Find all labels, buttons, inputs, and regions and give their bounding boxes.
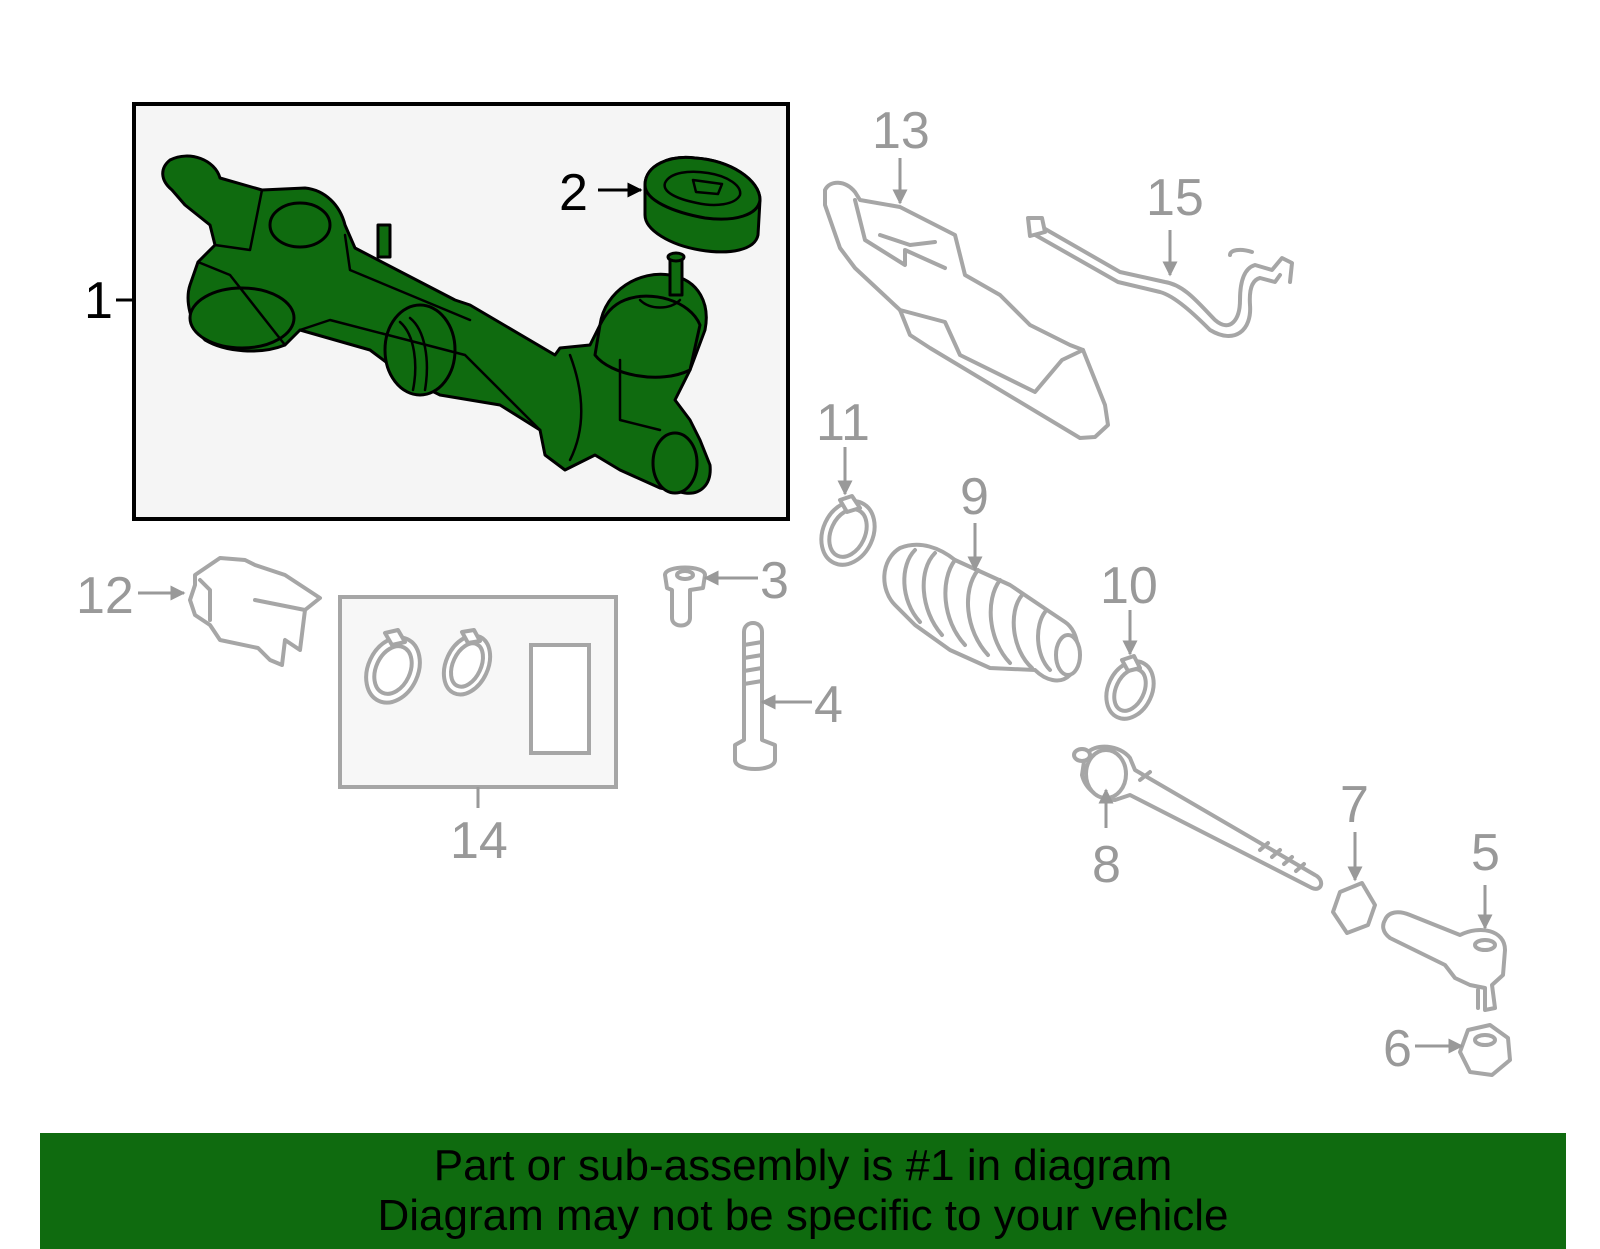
callout-2[interactable]: 2 [559,164,588,222]
callout-14[interactable]: 14 [450,812,508,870]
bushing-3[interactable] [663,565,707,628]
info-banner: Part or sub-assembly is #1 in diagram Di… [40,1133,1566,1249]
callout-15[interactable]: 15 [1146,169,1204,227]
callout-7[interactable]: 7 [1340,776,1369,834]
heat-shield-13[interactable] [823,180,1110,440]
callout-12[interactable]: 12 [76,567,134,625]
callout-8[interactable]: 8 [1092,836,1121,894]
bolt-4[interactable] [733,621,777,771]
clamp-11[interactable] [811,493,884,574]
nut-6[interactable] [1458,1023,1512,1077]
shield-12[interactable] [188,556,322,667]
seal-grommet[interactable] [643,155,762,254]
callout-1[interactable]: 1 [84,272,113,330]
callout-4[interactable]: 4 [814,676,843,734]
callout-9[interactable]: 9 [960,468,989,526]
callout-6[interactable]: 6 [1383,1020,1412,1078]
jam-nut-7[interactable] [1331,881,1377,935]
callout-11[interactable]: 11 [816,394,870,452]
steering-gear-assembly[interactable] [161,154,712,495]
callout-5[interactable]: 5 [1471,824,1500,882]
callout-13[interactable]: 13 [872,102,930,160]
bellows-boot-9[interactable] [882,542,1082,683]
clamp-kit-14[interactable] [338,595,618,789]
banner-line-1: Part or sub-assembly is #1 in diagram [433,1141,1173,1190]
callout-10[interactable]: 10 [1100,557,1158,615]
tube-line-15[interactable] [1026,216,1294,338]
callout-3[interactable]: 3 [760,552,789,610]
banner-line-2: Diagram may not be specific to your vehi… [377,1191,1229,1240]
tie-rod-end-5[interactable] [1381,910,1507,1012]
clamp-10[interactable] [1097,654,1162,727]
